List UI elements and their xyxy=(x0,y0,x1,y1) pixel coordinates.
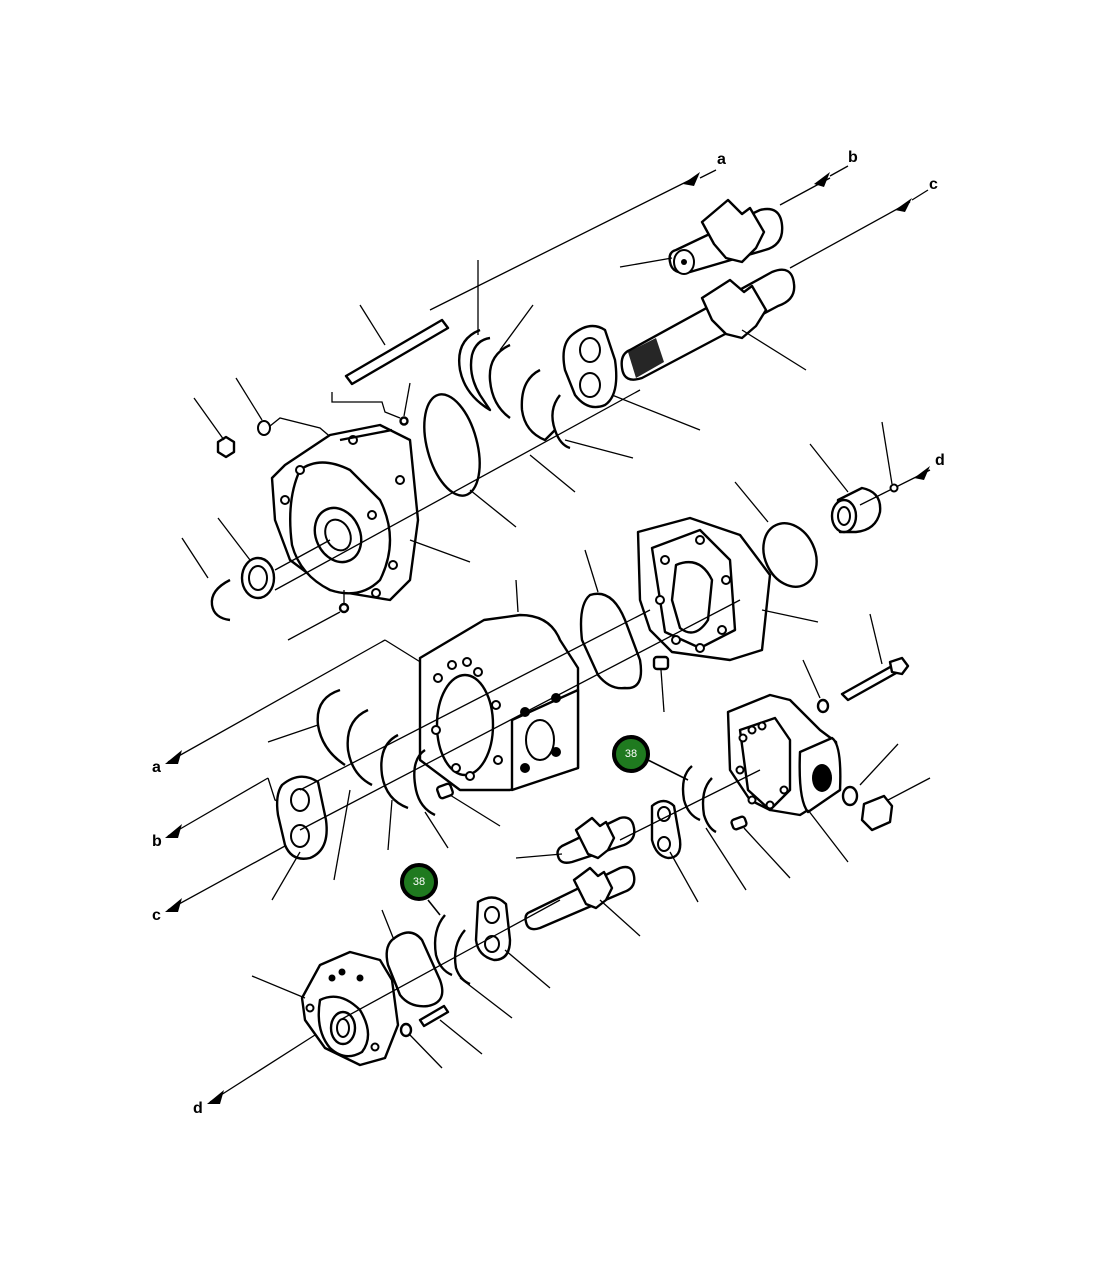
seals-bottom xyxy=(433,896,551,1019)
rear-cover-bottom xyxy=(251,950,483,1069)
tie-bolt-right xyxy=(802,613,910,714)
gasket-center xyxy=(579,549,670,713)
seals-top xyxy=(458,260,634,493)
hotspot-leaders xyxy=(427,759,689,916)
gasket-bottom xyxy=(381,909,444,1008)
o-ring-right xyxy=(734,481,818,588)
ref-label-c-top: c xyxy=(929,176,938,193)
tie-bolt-top xyxy=(331,304,450,426)
shaft-seal xyxy=(181,517,331,622)
assembly-axes xyxy=(274,389,881,1021)
ref-label-c-left: c xyxy=(152,907,161,924)
bushing-right xyxy=(809,421,899,534)
ref-label-b-left: b xyxy=(152,833,162,850)
ref-label-a-top: a xyxy=(717,151,726,168)
hotspot-label: 38 xyxy=(624,748,638,760)
drive-gear-shaft-lower xyxy=(524,865,641,937)
ref-label-d-left: d xyxy=(193,1100,203,1117)
wear-plate-top xyxy=(562,324,701,431)
seals-lower-center xyxy=(650,765,791,903)
hotspot-label: 38 xyxy=(412,876,426,888)
front-cover xyxy=(270,423,471,641)
pump-body-rear xyxy=(636,516,819,662)
driven-gear-lower xyxy=(515,816,636,864)
o-ring-top xyxy=(423,393,517,528)
wear-plate-lower-left xyxy=(271,775,328,901)
part-hotspot-38-right[interactable]: 38 xyxy=(612,735,650,773)
drive-gear-shaft xyxy=(620,268,807,381)
ref-label-a-left: a xyxy=(152,759,161,776)
gear-housing-center xyxy=(418,579,580,792)
ref-label-d-top: d xyxy=(935,452,945,469)
part-hotspot-38-left[interactable]: 38 xyxy=(400,863,438,901)
ref-label-b-top: b xyxy=(848,149,858,166)
reference-arrows-top xyxy=(429,165,931,496)
driven-gear xyxy=(619,198,784,275)
nut-washer-top xyxy=(193,377,341,459)
rear-cover-right xyxy=(726,693,931,863)
